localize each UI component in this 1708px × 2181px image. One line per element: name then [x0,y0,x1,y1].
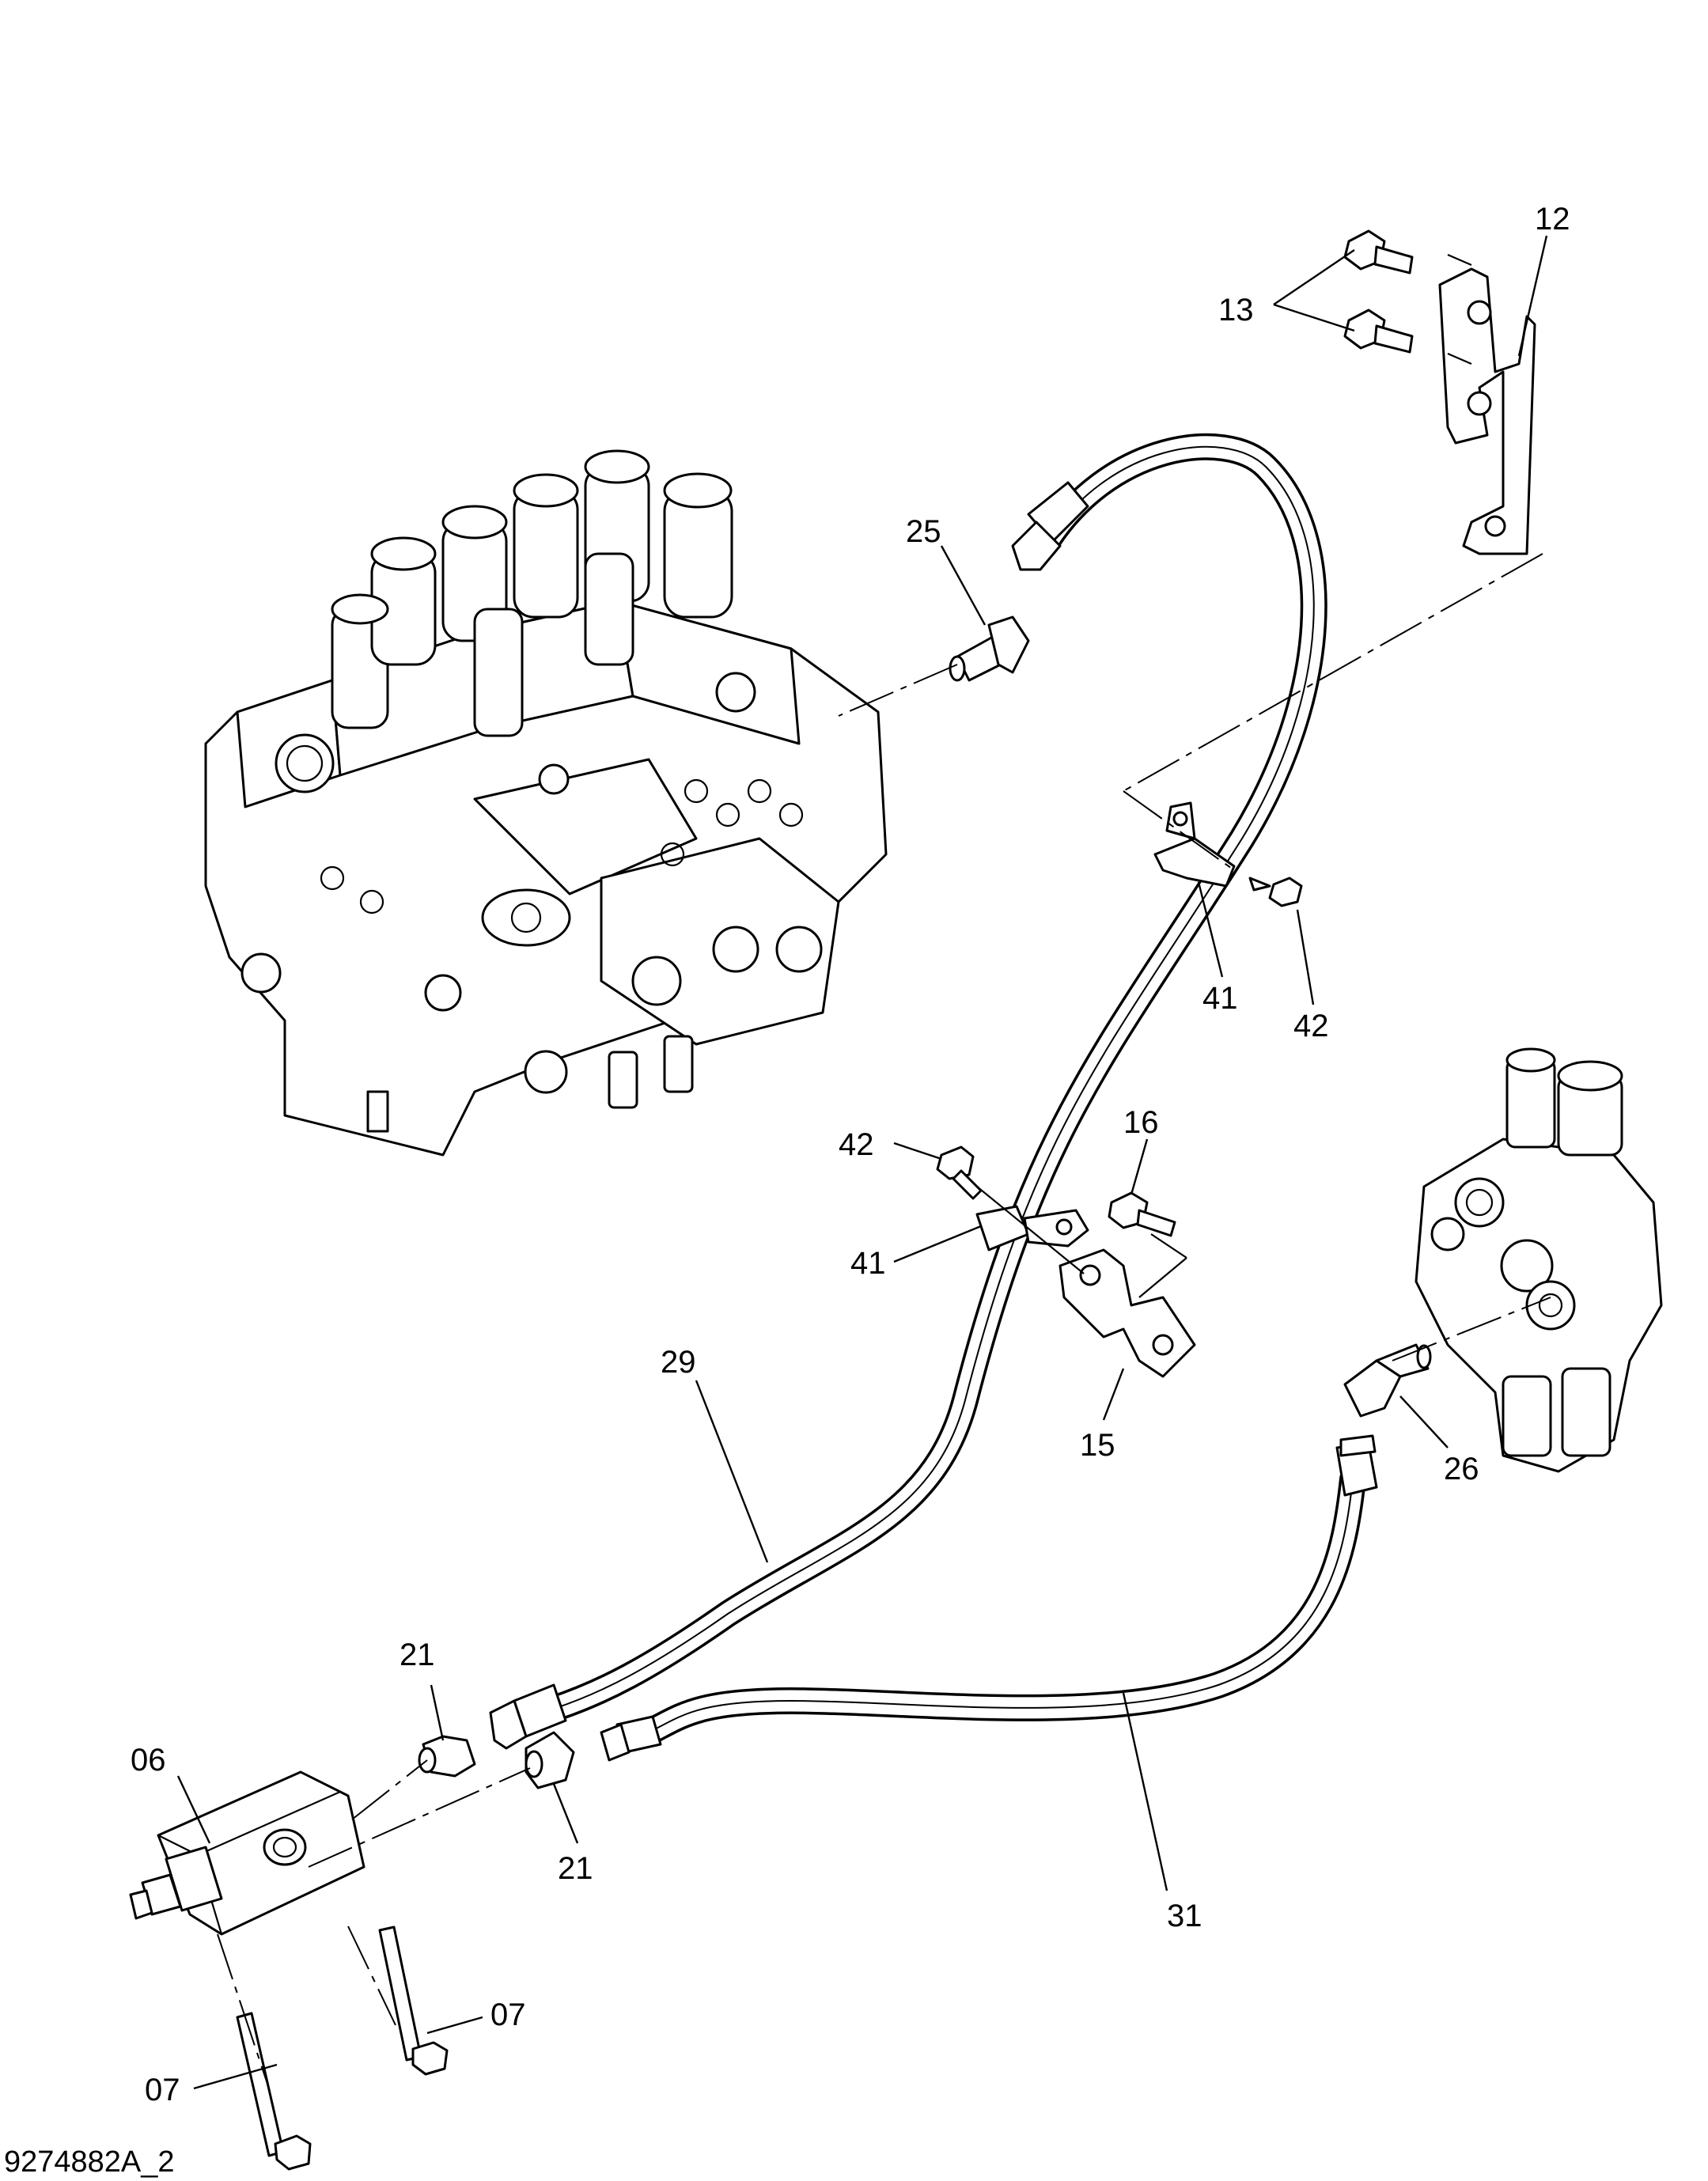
callout-29: 29 [661,1345,696,1380]
fitting-25 [949,615,1030,682]
bolt-42-lower [936,1145,983,1200]
fitting-21-upper [418,1735,476,1778]
clamp-41-upper [1153,801,1236,888]
valve-block-06 [129,1770,365,1936]
bolt-42-upper [1248,877,1303,907]
callout-26: 26 [1444,1452,1479,1486]
callout-06: 06 [131,1743,166,1778]
fitting-26 [1343,1343,1432,1418]
callout-07-left: 07 [145,2073,180,2107]
callout-31: 31 [1167,1899,1202,1933]
callout-21-lower: 21 [558,1851,593,1886]
bolt-07-right [378,1925,449,2076]
callout-25: 25 [906,514,941,549]
callout-16: 16 [1123,1105,1159,1140]
bracket-15 [1059,1248,1196,1378]
callout-12: 12 [1535,202,1570,237]
callout-13: 13 [1218,293,1254,328]
bracket-12 [1438,267,1536,555]
callout-15: 15 [1080,1428,1115,1463]
main-control-valve [204,449,888,1157]
callout-42-right: 42 [1293,1009,1329,1043]
auxiliary-valve [1414,1047,1663,1473]
fitting-21-lower [525,1731,575,1789]
bolt-13-lower [1343,309,1414,354]
callout-42-left: 42 [839,1127,874,1162]
callout-07-right: 07 [490,1997,526,2032]
hose-31 [600,1434,1378,1762]
leader-lines [176,235,1548,2090]
drawing-number: 9274882A_2 [4,2145,175,2179]
bolt-07-left [236,2012,312,2171]
bolt-16 [1108,1191,1176,1237]
callout-41-upper: 41 [1202,981,1238,1016]
callout-21-upper: 21 [400,1638,435,1672]
callout-41-lower: 41 [850,1246,886,1281]
assembly-lines [217,253,1551,2089]
hose-29 [489,433,1327,1750]
callout-labels: 12 13 25 41 42 42 16 41 29 15 26 21 06 2… [131,202,1570,2107]
bolt-13-upper [1343,229,1414,275]
